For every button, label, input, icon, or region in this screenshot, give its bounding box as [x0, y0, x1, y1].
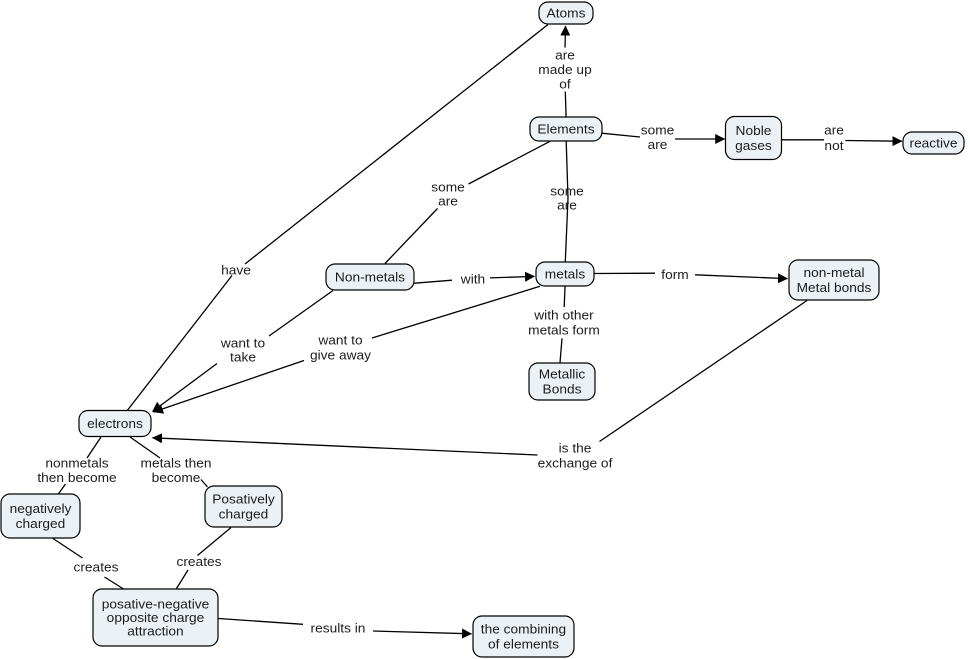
- svg-text:non-metal: non-metal: [804, 265, 865, 280]
- svg-text:charged: charged: [16, 516, 66, 531]
- svg-text:with: with: [460, 272, 485, 287]
- svg-text:metals then: metals then: [141, 456, 212, 471]
- svg-text:Non-metals: Non-metals: [335, 270, 406, 285]
- svg-text:nonmetals: nonmetals: [45, 456, 109, 471]
- svg-text:are: are: [824, 123, 844, 138]
- svg-text:Metallic: Metallic: [539, 367, 586, 382]
- svg-text:made up: made up: [538, 62, 591, 77]
- svg-text:reactive: reactive: [910, 136, 958, 151]
- svg-text:some: some: [641, 123, 675, 138]
- svg-text:Metal bonds: Metal bonds: [797, 280, 872, 295]
- svg-text:become: become: [152, 470, 201, 485]
- svg-text:are: are: [648, 137, 668, 152]
- svg-text:take: take: [230, 350, 256, 365]
- svg-text:the combining: the combining: [481, 622, 566, 637]
- svg-text:is the: is the: [559, 441, 592, 456]
- svg-text:gases: gases: [735, 138, 772, 153]
- svg-text:posative-negative: posative-negative: [102, 597, 210, 612]
- svg-text:opposite charge: opposite charge: [107, 610, 205, 625]
- svg-text:with other: with other: [533, 308, 594, 323]
- svg-text:negatively: negatively: [10, 501, 72, 516]
- svg-text:Posatively: Posatively: [212, 492, 275, 507]
- svg-text:electrons: electrons: [87, 416, 143, 431]
- svg-text:are: are: [438, 194, 458, 209]
- svg-text:Elements: Elements: [537, 122, 595, 137]
- svg-text:Bonds: Bonds: [543, 382, 582, 397]
- svg-text:some: some: [550, 184, 584, 199]
- svg-text:results in: results in: [311, 621, 366, 636]
- svg-text:of elements: of elements: [488, 637, 559, 652]
- svg-text:want to: want to: [220, 336, 265, 351]
- svg-text:creates: creates: [74, 560, 120, 575]
- svg-text:are: are: [555, 48, 575, 63]
- svg-text:then become: then become: [37, 470, 116, 485]
- svg-text:want to: want to: [317, 333, 362, 348]
- svg-text:creates: creates: [177, 554, 223, 569]
- svg-text:charged: charged: [219, 507, 269, 522]
- svg-text:give away: give away: [310, 348, 372, 363]
- svg-text:not: not: [824, 138, 844, 153]
- svg-text:Noble: Noble: [736, 123, 772, 138]
- svg-text:of: of: [559, 77, 571, 92]
- svg-text:are: are: [557, 198, 577, 213]
- svg-text:Atoms: Atoms: [547, 6, 586, 21]
- svg-text:metals form: metals form: [528, 323, 600, 338]
- svg-text:have: have: [221, 263, 251, 278]
- svg-text:attraction: attraction: [127, 624, 183, 639]
- svg-text:some: some: [431, 180, 465, 195]
- svg-text:metals: metals: [545, 267, 586, 282]
- svg-text:form: form: [661, 267, 688, 282]
- svg-text:exchange of: exchange of: [538, 456, 613, 471]
